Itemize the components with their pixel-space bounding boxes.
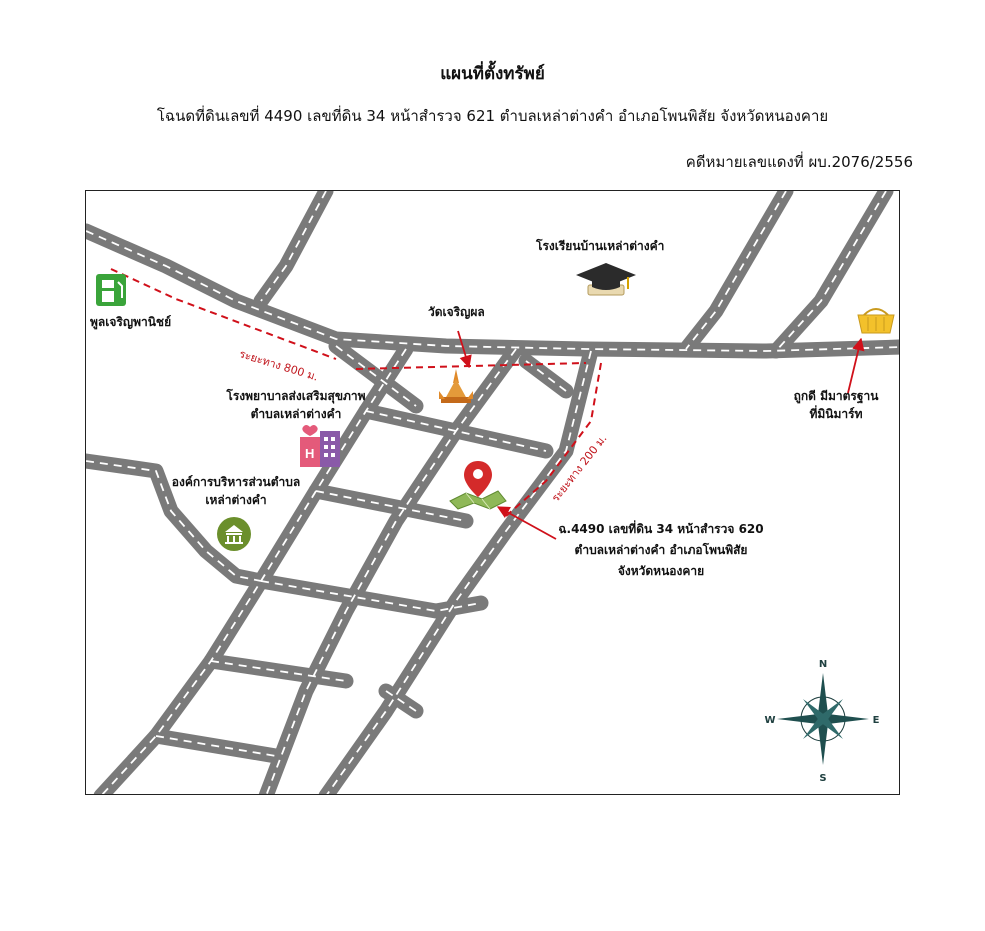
road-link-4 [253,573,489,619]
gas-station-label: พูลเจริญพานิชย์ [90,315,172,329]
route-temple [355,362,587,370]
road-network: H [86,191,899,794]
main-road [86,223,899,359]
government-office-icon [217,517,251,551]
store-arrow [847,337,865,394]
case-number: คดีหมายเลขแดงที่ ผบ.2076/2556 [685,153,913,171]
compass-e: E [873,715,880,726]
graduation-cap-icon [576,263,636,296]
map-subtitle: โฉนดที่ดินเลขที่ 4490 เลขที่ดิน 34 หน้าส… [156,107,829,125]
road-lane-markings [86,191,899,794]
temple-icon [439,369,473,403]
school-label: โรงเรียนบ้านเหล่าต่างคำ [536,239,665,253]
tao-label-line2: เหล่าต่างคำ [205,493,267,507]
property-label-line2: ตำบลเหล่าต่างคำ อำเภอโพนพิสัย [574,543,748,557]
hospital-icon: H [300,425,340,467]
store-label-line1: ถูกดี มีมาตรฐาน [793,389,879,403]
tao-label-line1: องค์การบริหารส่วนตำบล [171,475,301,489]
shopping-basket-icon [857,308,895,334]
hospital-label-line1: โรงพยาบาลส่งเสริมสุขภาพ [226,389,366,403]
svg-text:H: H [305,446,314,461]
compass-rose-icon: N S W E [764,659,879,784]
road-link-7 [518,353,574,399]
property-label-line3: จังหวัดหนองคาย [617,564,705,578]
gas-station-icon [96,274,126,306]
route-200m [505,362,602,517]
compass-w: W [764,715,775,726]
compass-n: N [819,659,827,670]
property-arrow [496,506,557,540]
map-frame: H [85,190,900,795]
store-label: ถูกดี มีมาตรฐาน ที่มินิมาร์ท [786,387,886,423]
map-title: แผนที่ตั้งทรัพย์ [440,64,545,84]
distance-routes [110,268,602,517]
temple-label: วัดเจริญผล [428,305,485,319]
property-label: ฉ.4490 เลขที่ดิน 34 หน้าสำรวจ 620 ตำบลเห… [546,519,776,582]
route-800m [110,268,337,360]
road-north-east-1 [678,191,794,357]
hospital-label: โรงพยาบาลส่งเสริมสุขภาพ ตำบลเหล่าต่างคำ [216,387,376,423]
property-location-pin-icon [449,461,507,510]
property-label-line1: ฉ.4490 เลขที่ดิน 34 หน้าสำรวจ 620 [558,522,764,536]
compass-s: S [819,773,826,784]
pointer-arrows [457,330,865,540]
tao-label: องค์การบริหารส่วนตำบล เหล่าต่างคำ [166,473,306,509]
hospital-label-line2: ตำบลเหล่าต่างคำ [250,407,342,421]
store-label-line2: ที่มินิมาร์ท [809,407,863,421]
temple-arrow [457,330,472,369]
